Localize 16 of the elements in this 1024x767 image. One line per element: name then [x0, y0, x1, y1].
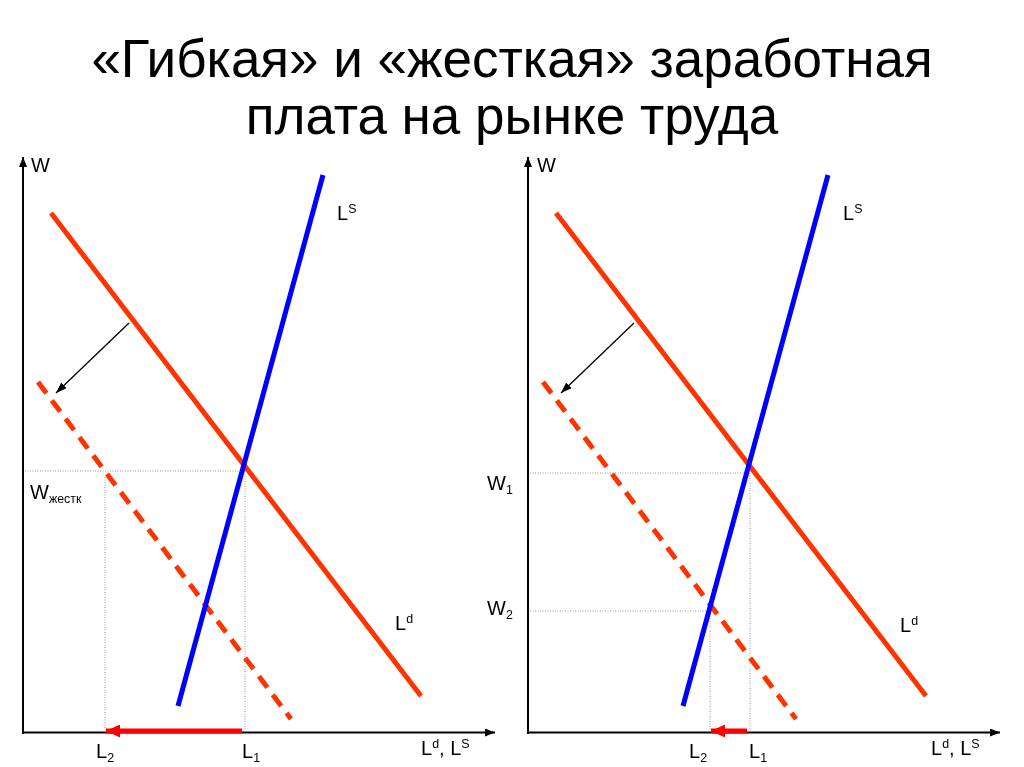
wage-label: W$_{2}$: [487, 597, 513, 619]
curve-label: L$^{S}$: [337, 202, 357, 224]
wage-label: W$_{1}$: [487, 472, 513, 494]
curve-label: L$^{S}$: [843, 202, 863, 224]
quantity-label: L$_{2}$: [96, 740, 115, 762]
quantity-label: L$_{2}$: [689, 740, 708, 762]
axis-label: L$^{d}$, L$^{S}$: [931, 737, 980, 759]
curve-label: L$^{d}$: [395, 612, 414, 634]
wage-label: W$_{жестк}$: [30, 481, 82, 503]
axis-label: L$^{d}$, L$^{S}$: [421, 737, 470, 759]
axis-label: W: [31, 154, 50, 176]
title: «Гибкая» и «жесткая» заработная плата на рынке труда: [90, 30, 934, 144]
axis-label: W: [537, 154, 556, 176]
curve-label: L$^{d}$: [900, 614, 919, 636]
quantity-label: L$_{1}$: [749, 740, 768, 762]
quantity-label: L$_{1}$: [242, 740, 261, 762]
